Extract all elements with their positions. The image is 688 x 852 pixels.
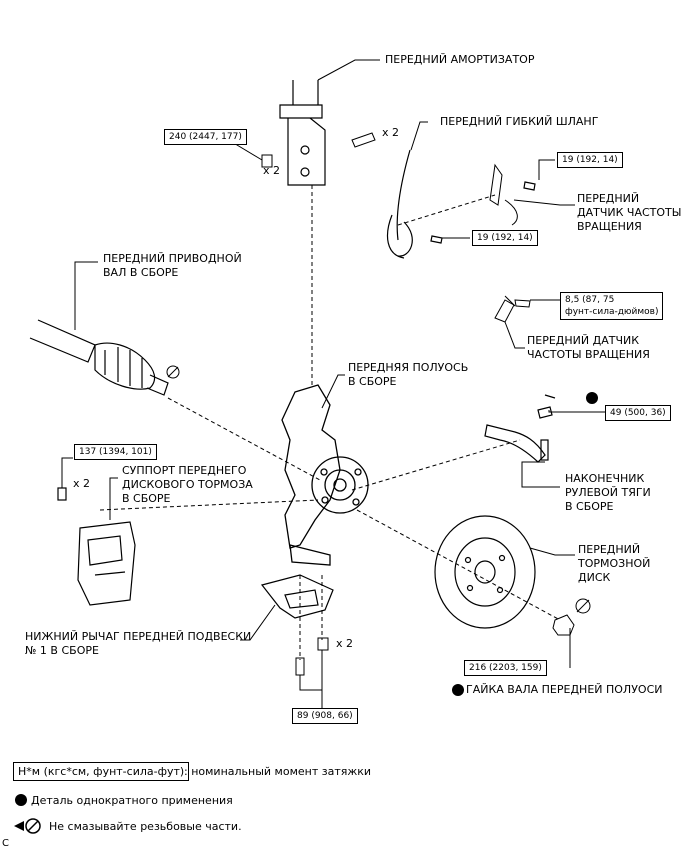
no-grease-icon-shaft [166,365,180,379]
label-front-speed-sensor-top: ПЕРЕДНИЙ ДАТЧИК ЧАСТОТЫ ВРАЩЕНИЯ [577,192,682,233]
brake-caliper [57,487,136,606]
qty-lower-arm-nuts: x 2 [336,637,354,650]
flexible-hose [386,149,536,259]
label-brake-caliper: СУППОРТ ПЕРЕДНЕГО ДИСКОВОГО ТОРМОЗА В СБ… [122,464,253,505]
legend-torque-unit: Н*м (кгс*см, фунт-сила-фут) [13,762,190,781]
torque-caliper-bolts: 137 (1394, 101) [74,444,157,460]
leader-lines [61,59,605,710]
speed-sensor-bottom [494,295,531,323]
torque-shock-bolts: 240 (2447, 177) [164,129,247,145]
torque-axle-nut: 216 (2203, 159) [464,660,547,676]
drive-shaft [29,319,169,396]
label-front-flexible-hose: ПЕРЕДНИЙ ГИБКИЙ ШЛАНГ [440,115,599,128]
non-reusable-dot-tie-rod [586,392,598,404]
label-front-shock-absorber: ПЕРЕДНИЙ АМОРТИЗАТОР [385,53,535,66]
torque-lower-arm-bolts: 89 (908, 66) [292,708,358,724]
assembly-lines [99,185,561,660]
label-front-drive-shaft: ПЕРЕДНИЙ ПРИВОДНОЙ ВАЛ В СБОРЕ [103,252,242,279]
torque-hose-bracket-1: 19 (192, 14) [557,152,623,168]
legend-non-reusable: Деталь однократного применения [31,794,233,807]
label-front-axle-hub: ПЕРЕДНЯЯ ПОЛУОСЬ В СБОРЕ [348,361,469,388]
lower-arm [260,574,334,619]
qty-shock-bolts: x 2 [382,126,400,139]
shock-absorber [279,80,326,186]
legend-no-grease-icon [14,818,41,834]
label-tie-rod-end: НАКОНЕЧНИК РУЛЕВОЙ ТЯГИ В СБОРЕ [565,472,651,513]
brake-disc [434,515,536,629]
non-reusable-dot-axle-nut [452,684,464,696]
qty-shock-nuts: x 2 [263,164,281,177]
tie-rod-end [484,394,556,463]
label-brake-disc: ПЕРЕДНИЙ ТОРМОЗНОЙ ДИСК [578,543,651,584]
lower-arm-bolts [295,637,329,676]
torque-sensor-bolt: 8,5 (87, 75 фунт-сила-дюймов) [560,292,664,320]
label-axle-nut: ГАЙКА ВАЛА ПЕРЕДНЕЙ ПОЛУОСИ [466,683,663,696]
torque-hose-bracket-2: 19 (192, 14) [472,230,538,246]
torque-tie-rod-nut: 49 (500, 36) [605,405,671,421]
steering-knuckle [281,384,369,566]
label-front-speed-sensor-bottom: ПЕРЕДНИЙ ДАТЧИК ЧАСТОТЫ ВРАЩЕНИЯ [527,334,650,361]
legend-no-grease: Не смазывайте резьбовые части. [49,820,242,833]
qty-caliper-bolts: x 2 [73,477,91,490]
legend-torque-desc: : номинальный момент затяжки [184,765,372,778]
label-lower-arm: НИЖНИЙ РЫЧАГ ПЕРЕДНЕЙ ПОДВЕСКИ № 1 В СБО… [25,630,252,657]
axle-nut [552,598,591,636]
corner-mark: C [2,838,9,849]
legend-non-reusable-icon [15,794,27,806]
speed-sensor-top [489,163,518,226]
shock-bolt [261,132,376,168]
